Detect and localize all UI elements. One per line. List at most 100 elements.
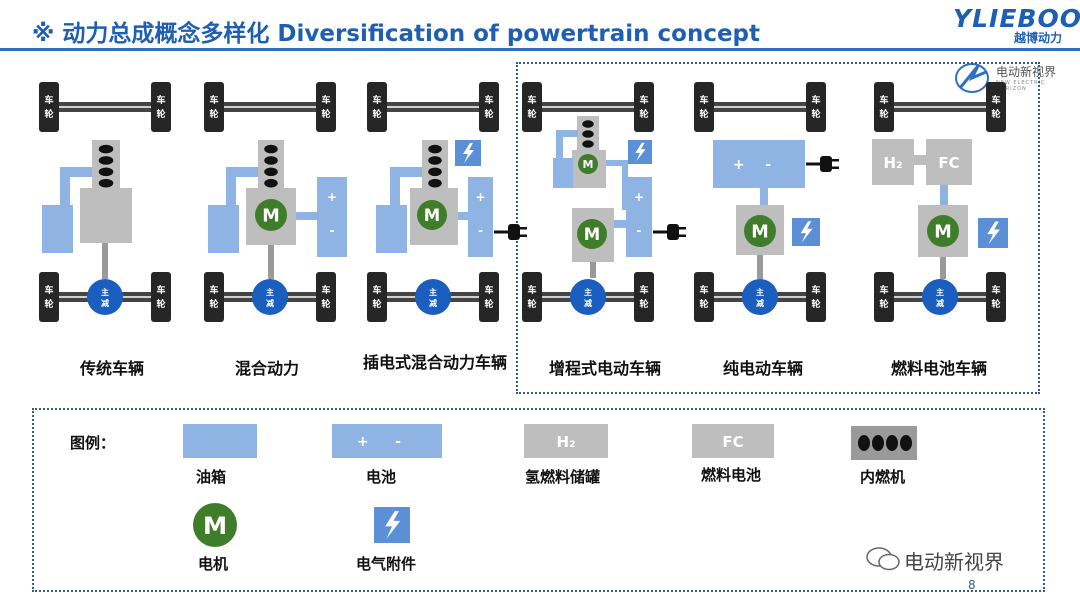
legend-title: 图例：: [70, 434, 116, 452]
legend-ice-cylinder: [900, 435, 912, 451]
connector: [60, 167, 98, 177]
shaft: [940, 257, 946, 279]
plug-pin: [520, 234, 527, 237]
legend-ice-cylinder: [858, 435, 870, 451]
wheel: [39, 272, 59, 322]
wheel-label: 轮: [879, 108, 888, 120]
cylinder: [428, 156, 442, 165]
plug-pin: [520, 227, 527, 230]
lightning-bolt: [463, 143, 474, 163]
plug-icon: [667, 224, 679, 240]
connector: [390, 167, 400, 207]
cylinder: [428, 178, 442, 188]
wheel: [151, 82, 171, 132]
legend-label-electric-accessory: 电气附件: [356, 555, 417, 573]
fuel-tank: [42, 205, 73, 253]
motor: [255, 199, 287, 231]
wheel-label: 轮: [527, 298, 536, 310]
wheel-label: 车: [699, 284, 708, 296]
legend-fuel-cell-symbol-label: FC: [722, 433, 743, 451]
battery-plus: +: [475, 190, 485, 204]
wheel-label: 车: [209, 284, 218, 296]
wheel-label: 车: [879, 284, 888, 296]
cylinder: [582, 120, 594, 128]
battery-minus: -: [637, 224, 642, 238]
final-drive-label: 减: [584, 298, 592, 308]
battery-minus: -: [395, 434, 401, 450]
final-drive: [87, 279, 123, 315]
lightning-bolt: [987, 221, 1000, 245]
motor: [417, 200, 447, 230]
final-drive-label: 减: [101, 298, 109, 308]
legend-label-fuel-tank: 油箱: [196, 468, 227, 486]
wheel-label: 车: [527, 284, 536, 296]
wheel: [204, 82, 224, 132]
battery-plus: +: [327, 190, 337, 204]
cylinder: [428, 144, 442, 154]
wheel-label: 轮: [484, 298, 493, 310]
wheel-label: 轮: [991, 108, 1000, 120]
wheel-label: 车: [44, 284, 53, 296]
final-drive-label: 主: [429, 287, 437, 297]
watermark: 电动新视界 NEW ELECTRIC HORIZON: [952, 58, 1072, 98]
final-drive-label: 主: [266, 287, 274, 297]
wheel-label: 车: [811, 284, 820, 296]
final-drive: [252, 279, 288, 315]
plug-pin: [832, 166, 839, 169]
legend-fuel-tank-symbol: [183, 424, 257, 458]
lightning-bolt: [635, 142, 646, 162]
legend-label-h2-tank: 氢燃料储罐: [525, 468, 601, 486]
final-drive-label: 主: [936, 287, 944, 297]
legend-label-fuel-cell: 燃料电池: [701, 466, 762, 484]
connector: [556, 130, 563, 175]
battery: [468, 177, 493, 257]
h2-pipe: [914, 155, 926, 165]
wheel-label: 轮: [879, 298, 888, 310]
plug-pin: [679, 227, 686, 230]
wheel: [316, 272, 336, 322]
motor-label: M: [203, 512, 227, 540]
wheel-label: 车: [209, 94, 218, 106]
motor: [577, 219, 607, 249]
wheel-label: 轮: [811, 108, 820, 120]
generator: [578, 154, 598, 174]
legend-h2-tank-symbol: [524, 424, 608, 458]
wheel-label: 轮: [321, 298, 330, 310]
final-drive-label: 主: [756, 287, 764, 297]
legend-h2-tank-symbol-label: H₂: [556, 433, 575, 451]
wheel-label: 轮: [372, 298, 381, 310]
wheel: [634, 82, 654, 132]
wheel: [694, 272, 714, 322]
shaft: [590, 262, 596, 278]
legend-label-battery: 电池: [366, 468, 397, 486]
motor-label: M: [934, 222, 952, 242]
final-drive: [922, 279, 958, 315]
cylinder: [98, 156, 114, 165]
wheel-label: 车: [639, 284, 648, 296]
wheel-label: 轮: [156, 298, 165, 310]
wheel: [806, 82, 826, 132]
wheel: [151, 272, 171, 322]
legend-ice-cylinder: [886, 435, 898, 451]
wheel-label: 轮: [484, 108, 493, 120]
connector: [296, 212, 318, 220]
wheel-label: 车: [321, 284, 330, 296]
wheel-label: 车: [44, 94, 53, 106]
final-drive-label: 减: [429, 298, 437, 308]
legend-ice-cylinder: [872, 435, 884, 451]
wheel-label: 轮: [209, 108, 218, 120]
connector: [614, 220, 628, 228]
wheel-label: 轮: [699, 298, 708, 310]
wheel-label: 车: [372, 284, 381, 296]
wheel: [522, 82, 542, 132]
wheel-label: 车: [639, 94, 648, 106]
watermark-subtext: NEW ELECTRIC HORIZON: [996, 80, 1046, 92]
final-drive-label: 主: [584, 287, 592, 297]
motor-label: M: [583, 158, 594, 171]
wheel: [986, 82, 1006, 132]
connector: [556, 130, 578, 137]
connector: [760, 188, 768, 206]
title-underline: [0, 48, 1080, 51]
legend-fuel-cell-symbol: [692, 424, 774, 458]
